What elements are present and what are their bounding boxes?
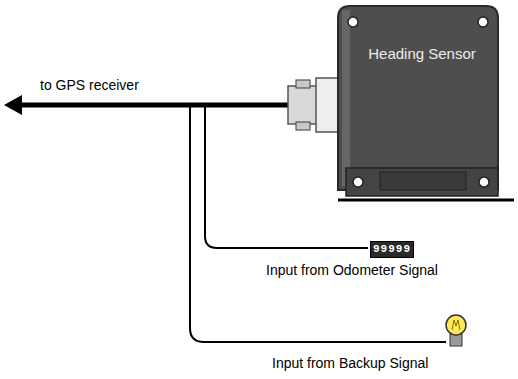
flange-recess: [380, 172, 466, 190]
sensor-housing: [338, 6, 498, 190]
connector-plug: [288, 86, 318, 124]
screw-hole: [348, 17, 358, 27]
signal-label: Input from Odometer Signal: [266, 262, 438, 279]
screw-hole: [478, 17, 488, 27]
screw-hole: [479, 177, 489, 187]
node-label: Heading Sensor: [368, 44, 476, 63]
connector-tab: [296, 122, 310, 130]
housing-highlight: [342, 10, 350, 186]
connector-socket: [316, 78, 340, 132]
mounting-flange: [346, 168, 498, 196]
bulb-base: [450, 334, 462, 346]
arrow-head: [4, 95, 22, 115]
signal-label: Input from Backup Signal: [272, 355, 428, 372]
cable: [20, 103, 292, 108]
connector-tab: [296, 80, 310, 88]
destination-label: to GPS receiver: [40, 77, 139, 94]
screw-hole: [353, 177, 363, 187]
odometer-display: 99999: [370, 241, 414, 258]
sensor-box: Heading Sensor: [352, 30, 492, 160]
light-bulb: [446, 315, 466, 335]
mount-plate: [338, 199, 514, 202]
bulb-filament: [452, 320, 460, 330]
